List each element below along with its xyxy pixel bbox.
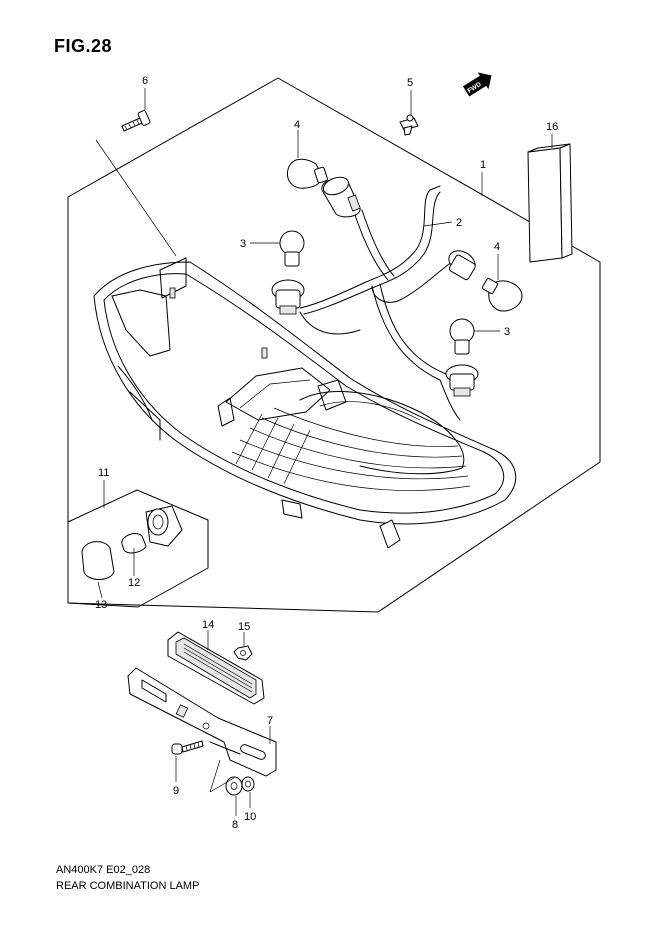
nut-part-10 xyxy=(241,776,255,792)
clip-part-5 xyxy=(399,114,419,136)
reflector-part-14 xyxy=(167,631,265,705)
callout-8: 8 xyxy=(232,819,238,831)
socket-lower xyxy=(445,364,479,397)
pad-part-16 xyxy=(527,143,573,263)
nut-part-15 xyxy=(233,645,253,661)
socket-right xyxy=(448,250,476,281)
bulb-part-3-right xyxy=(449,318,475,355)
bulb-part-4-right xyxy=(482,278,523,312)
bracket-part-7 xyxy=(127,667,277,777)
callout-2: 2 xyxy=(456,217,462,229)
screw-part-6 xyxy=(121,110,151,132)
figure-title: FIG.28 xyxy=(54,36,113,56)
license-socket-part-11 xyxy=(145,505,183,547)
callout-7: 7 xyxy=(267,715,273,727)
cap-part-13 xyxy=(81,541,115,580)
bulb-part-4-top xyxy=(287,158,328,189)
figure-caption: REAR COMBINATION LAMP xyxy=(56,880,200,892)
callout-14: 14 xyxy=(202,619,214,631)
callout-10: 10 xyxy=(244,811,256,823)
callout-13: 13 xyxy=(95,599,107,611)
callout-9: 9 xyxy=(173,785,179,797)
callout-3-right: 3 xyxy=(504,326,510,338)
subassembly-boundary xyxy=(67,489,209,608)
callout-12: 12 xyxy=(128,577,140,589)
callout-1: 1 xyxy=(480,159,486,171)
callout-4-top: 4 xyxy=(294,119,300,131)
callout-16: 16 xyxy=(546,121,558,133)
socket-top xyxy=(321,176,361,218)
callout-5: 5 xyxy=(407,77,413,89)
socket-left xyxy=(271,279,305,315)
bulb-part-3-left xyxy=(279,230,305,267)
callout-11: 11 xyxy=(98,467,109,479)
leader-lines xyxy=(95,88,553,816)
bulb-part-12 xyxy=(121,533,147,554)
callout-3-left: 3 xyxy=(240,238,246,250)
screw-part-9 xyxy=(171,740,204,755)
callout-4-right: 4 xyxy=(494,241,500,253)
wiring-harness-part-2 xyxy=(299,185,461,421)
lamp-housing xyxy=(93,257,517,549)
washer-part-8 xyxy=(225,776,243,796)
callout-6: 6 xyxy=(142,75,148,87)
model-code: AN400K7 E02_028 xyxy=(56,864,151,876)
fwd-arrow-icon: FWD xyxy=(462,72,492,97)
callout-15: 15 xyxy=(238,621,250,633)
